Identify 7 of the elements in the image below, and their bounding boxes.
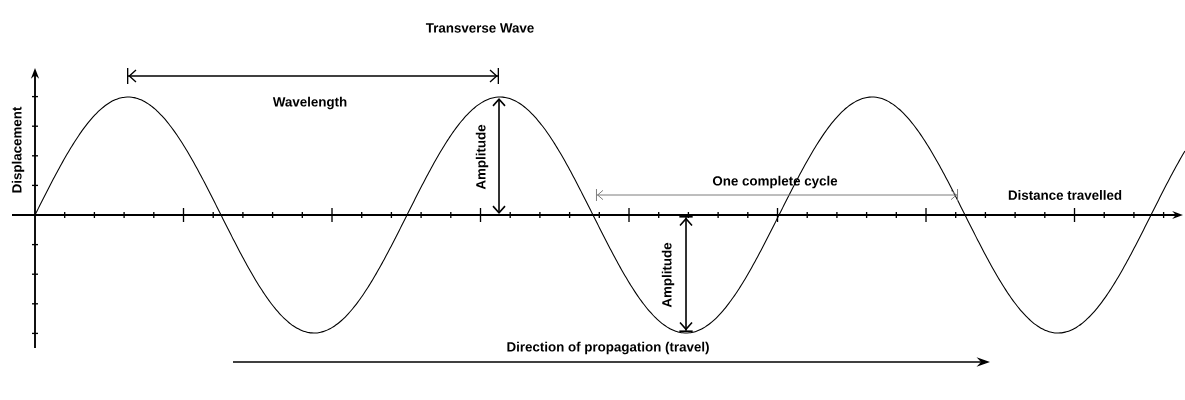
arrow-label: Direction of propagation (travel) (507, 341, 709, 355)
dimension-label: Amplitude (661, 242, 675, 308)
axis-label: Displacement (11, 106, 25, 193)
title: Transverse Wave (425, 23, 534, 33)
dimension-label: Wavelength (272, 96, 347, 110)
axis-label: Distance travelled (1008, 190, 1122, 200)
dimension-label: Amplitude (475, 124, 489, 190)
